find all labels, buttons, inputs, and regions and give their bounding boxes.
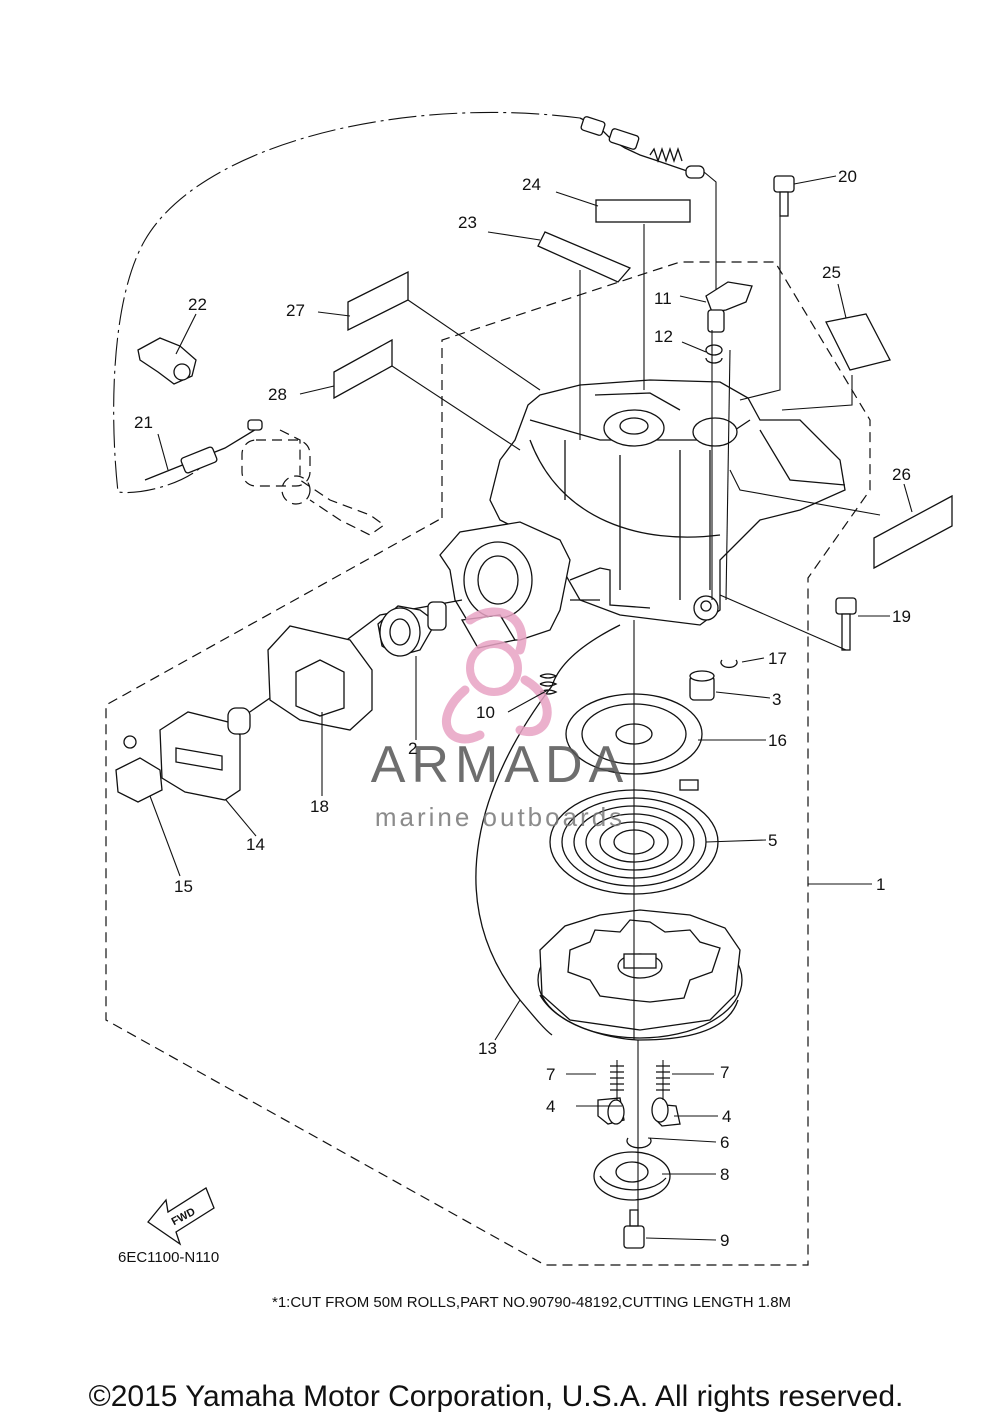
watermark-brand: ARMADA [371, 736, 629, 794]
callout-10: 10 [476, 703, 495, 722]
callout-3: 3 [772, 690, 781, 709]
cable-spring [649, 146, 683, 164]
part-4-ratchet-right [651, 1097, 681, 1127]
rope-guide-bracket [439, 521, 651, 649]
part-20-bolt [773, 175, 795, 217]
callout-26: 26 [892, 465, 911, 484]
callout-11: 11 [654, 289, 672, 308]
assembly-boundary [105, 261, 871, 1266]
callout-8: 8 [720, 1165, 729, 1184]
callout-leaders [149, 175, 913, 1241]
cable-fitting [580, 116, 606, 136]
callout-numbers: 1 2 3 4 4 5 6 7 7 8 9 10 11 12 13 14 15 … [134, 167, 911, 1250]
linkage-ghost [241, 429, 386, 536]
callout-24: 24 [522, 175, 541, 194]
label-26 [873, 494, 953, 570]
cable-nut [608, 128, 640, 150]
callout-14: 14 [246, 835, 265, 854]
alignment-lines [391, 216, 881, 1210]
callout-21: 21 [134, 413, 153, 432]
callout-22: 22 [188, 295, 207, 314]
callout-13: 13 [478, 1039, 497, 1058]
callout-9: 9 [720, 1231, 729, 1250]
callout-23: 23 [458, 213, 477, 232]
callout-12: 12 [654, 327, 673, 346]
watermark-logo: ARMADA marine outboards [371, 607, 629, 832]
part-11-lever [705, 281, 753, 333]
callout-7-left: 7 [546, 1065, 555, 1084]
part-18-seal [267, 625, 373, 731]
part-2-bushing [377, 601, 447, 657]
label-23 [537, 231, 632, 283]
callout-2: 2 [408, 739, 417, 758]
label-27 [347, 270, 409, 332]
callout-17: 17 [768, 649, 787, 668]
callout-6: 6 [720, 1133, 729, 1152]
callout-1: 1 [876, 875, 885, 894]
callout-4-right: 4 [722, 1107, 731, 1126]
cable-route [703, 171, 717, 290]
part-6-clip [626, 1137, 652, 1149]
callout-28: 28 [268, 385, 287, 404]
cable-tip [685, 165, 705, 179]
callout-15: 15 [174, 877, 193, 896]
part-15-knot [115, 735, 163, 803]
label-24 [595, 199, 691, 223]
callout-19: 19 [892, 607, 911, 626]
footnote: *1:CUT FROM 50M ROLLS,PART NO.90790-4819… [272, 1294, 791, 1311]
callout-18: 18 [310, 797, 329, 816]
starter-rope-lower [475, 685, 553, 1036]
cable-lower-tip [247, 419, 263, 431]
label-28 [333, 338, 393, 400]
label-25 [825, 313, 891, 371]
copyright: ©2015 Yamaha Motor Corporation, U.S.A. A… [89, 1380, 904, 1413]
part-14-handle [159, 707, 251, 801]
fwd-arrow-icon: FWD [147, 1187, 215, 1246]
part-19-bolt [835, 597, 857, 651]
cable-lower-nut [180, 446, 218, 474]
figure-code: 6EC1100-N110 [118, 1249, 219, 1266]
clamp-22 [137, 337, 197, 385]
callout-25: 25 [822, 263, 841, 282]
rope-route [551, 624, 621, 687]
part-13-pulley [537, 909, 743, 1041]
starter-cable [113, 111, 581, 494]
part-12-spring [705, 344, 723, 364]
part-17-clip [720, 659, 738, 669]
callout-20: 20 [838, 167, 857, 186]
part-9-screw [623, 1209, 645, 1249]
part-8-plate [593, 1151, 671, 1201]
callout-27: 27 [286, 301, 305, 320]
callout-5: 5 [768, 831, 777, 850]
starter-case [489, 379, 846, 626]
part-3-collar [689, 670, 715, 701]
callout-16: 16 [768, 731, 787, 750]
callout-4-left: 4 [546, 1097, 555, 1116]
watermark-tagline: marine outboards [375, 802, 625, 832]
callout-7-right: 7 [720, 1063, 729, 1082]
part-4-ratchet-left [597, 1097, 625, 1125]
